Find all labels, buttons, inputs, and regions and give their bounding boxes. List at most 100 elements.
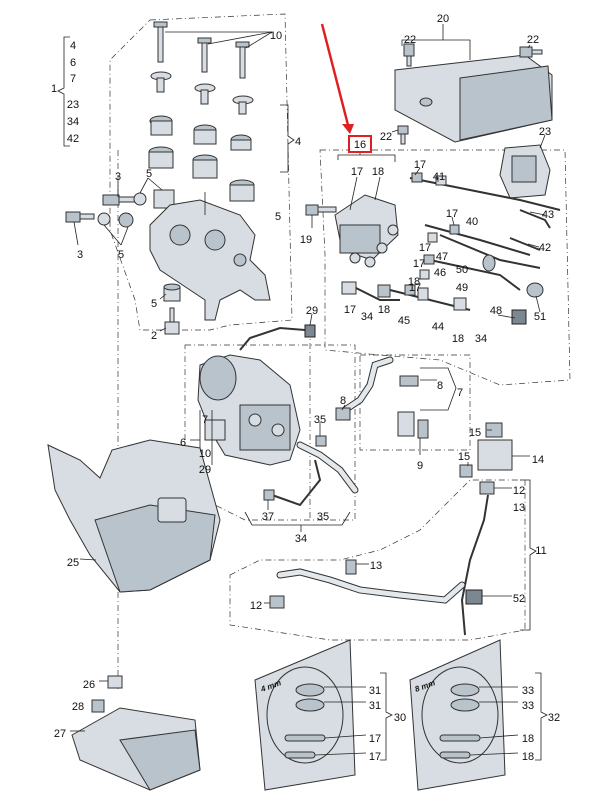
callout-c20: 20 (437, 13, 449, 25)
callout-c3b: 3 (77, 249, 83, 261)
callout-c26: 26 (83, 679, 95, 691)
highlight-arrow (320, 23, 350, 126)
callout-c17c: 17 (446, 208, 458, 220)
pipe-connectors-right (341, 172, 551, 325)
callout-c17g: 17 (344, 304, 356, 316)
callout-c32: 32 (548, 712, 560, 724)
callout-c34b: 34 (475, 333, 487, 345)
callout-c3a: 3 (115, 171, 121, 183)
seal-kit-32: 8 mm (409, 639, 506, 791)
level-sensor-23 (499, 144, 551, 199)
callout-c6b: 6 (180, 437, 186, 449)
callout-c52: 52 (513, 593, 525, 605)
callout-c46: 46 (434, 267, 446, 279)
filter-9 (397, 411, 429, 439)
fitting-13-lower (345, 559, 357, 575)
callout-c22a: 22 (404, 34, 416, 46)
callout-c29b: 29 (199, 464, 211, 476)
highlight-arrowhead (342, 124, 354, 134)
fitting-22-right (519, 46, 543, 58)
screw-19 (305, 204, 337, 216)
callout-c48: 48 (490, 305, 502, 317)
callout-c18c: 18 (378, 304, 390, 316)
callout-c40: 40 (466, 216, 478, 228)
callout-c18a: 18 (372, 166, 384, 178)
callout-c34c: 34 (67, 116, 79, 128)
callout-c17h: 17 (369, 733, 381, 745)
fitting-37 (263, 489, 275, 501)
callout-c34a: 34 (361, 311, 373, 323)
callout-c7c: 7 (202, 414, 208, 426)
callout-c35a: 35 (314, 414, 326, 426)
callout-c17b: 17 (414, 159, 426, 171)
callout-c22c: 22 (380, 131, 392, 143)
callout-c31b: 31 (369, 700, 381, 712)
callout-c28: 28 (72, 701, 84, 713)
solenoid-valve-block (334, 194, 399, 268)
compressor-unit (197, 354, 301, 466)
callout-c35b: 35 (317, 511, 329, 523)
bushing-28 (91, 699, 105, 713)
callout-c7b: 7 (457, 387, 463, 399)
clamp-8-lower (335, 407, 351, 421)
callout-c17d: 17 (419, 242, 431, 254)
callout-c37: 37 (262, 511, 274, 523)
clamp-12-lower (269, 595, 285, 609)
clamp-52 (465, 589, 483, 605)
callout-c45: 45 (398, 315, 410, 327)
bolt-column-1 (148, 21, 174, 169)
nut-2 (164, 307, 180, 335)
callout-c42b: 42 (67, 133, 79, 145)
callout-c12b: 12 (250, 600, 262, 612)
callout-c10a: 10 (270, 30, 282, 42)
brace-left-1 (57, 36, 70, 147)
fitting-22-left (403, 43, 415, 67)
callout-c1: 1 (51, 83, 57, 95)
clamp-8-upper (399, 375, 419, 387)
group-outline-lower-right (229, 479, 526, 641)
fitting-22-lower (397, 125, 409, 145)
callout-c13b: 13 (370, 560, 382, 572)
callout-c31a: 31 (369, 685, 381, 697)
connector-29 (304, 324, 316, 338)
callout-c17f: 17 (409, 282, 421, 294)
callout-c8a: 8 (340, 395, 346, 407)
control-unit-27 (71, 707, 201, 791)
callout-c15a: 15 (469, 427, 481, 439)
callout-c41: 41 (433, 171, 445, 183)
callout-c30: 30 (394, 712, 406, 724)
screw-group-left (65, 189, 175, 228)
callout-c33b: 33 (522, 700, 534, 712)
callout-c8b: 8 (437, 380, 443, 392)
callout-c47: 47 (436, 251, 448, 263)
callout-c7a: 7 (70, 73, 76, 85)
callout-c17e: 17 (413, 258, 425, 270)
callout-c2: 2 (151, 330, 157, 342)
brace-right-4 (280, 104, 295, 173)
callout-c12a: 12 (513, 485, 525, 497)
callout-c44: 44 (432, 321, 444, 333)
group-outline-upper-right (319, 149, 571, 386)
bushing-5 (163, 283, 181, 302)
seal-kit-30: 4 mm (254, 639, 356, 791)
callout-c49: 49 (456, 282, 468, 294)
callout-c18e: 18 (522, 733, 534, 745)
callout-c50: 50 (456, 264, 468, 276)
callout-c15b: 15 (458, 451, 470, 463)
callout-c17a: 17 (351, 166, 363, 178)
callout-c27: 27 (54, 728, 66, 740)
callout-c4a: 4 (70, 40, 76, 52)
bolt-column-2 (192, 37, 218, 179)
callout-c4b: 4 (295, 136, 301, 148)
fitting-35 (315, 435, 327, 447)
callout-c29a: 29 (306, 305, 318, 317)
callout-c43: 43 (542, 209, 554, 221)
callout-c17i: 17 (369, 751, 381, 763)
callout-c14: 14 (532, 454, 544, 466)
group-outline-mid-right (359, 354, 471, 451)
callout-c23: 23 (539, 126, 551, 138)
highlight-label: 16 (354, 139, 366, 151)
callout-c33a: 33 (522, 685, 534, 697)
